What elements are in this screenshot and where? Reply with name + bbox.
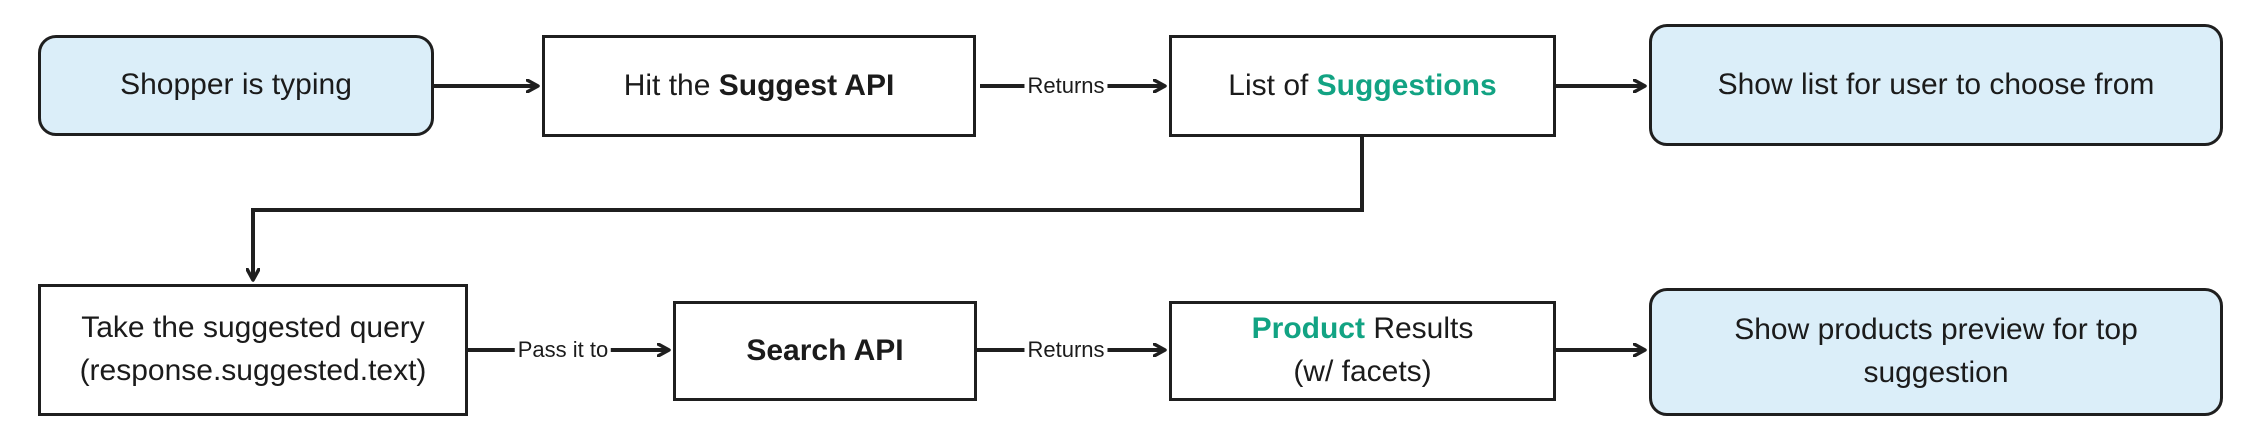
node-product-results-suffix: Results: [1364, 312, 1474, 346]
node-show-products-line1: Show products preview for top: [1734, 313, 2138, 347]
node-take-query-label: Take the suggested query (response.sugge…: [70, 307, 437, 392]
node-product-results: Product Results (w/ facets): [1169, 301, 1556, 401]
node-suggest-api: Hit the Suggest API: [542, 35, 976, 137]
node-show-list-label: Show list for user to choose from: [1717, 67, 2155, 101]
node-suggestions-label: List of Suggestions: [1218, 65, 1506, 108]
node-product-results-line1: Product Results: [1252, 308, 1474, 351]
node-take-query-line1: Take the suggested query: [81, 311, 425, 345]
node-show-list: Show list for user to choose from: [1649, 24, 2223, 146]
node-suggestions-prefix: List of: [1228, 68, 1317, 102]
edge-label-returns-products: Returns: [1024, 337, 1108, 363]
node-suggestions: List of Suggestions: [1169, 35, 1556, 137]
node-product-results-line2: (w/ facets): [1293, 355, 1432, 388]
node-suggest-api-label: Hit the Suggest API: [614, 65, 905, 108]
node-search-api-bold: Search API: [746, 333, 904, 367]
arrow-suggestions-to-take-query: [253, 137, 1364, 280]
node-show-products-line2: suggestion: [1863, 356, 2009, 389]
node-show-products: Show products preview for top suggestion: [1649, 288, 2223, 416]
edge-label-pass-it-to: Pass it to: [514, 337, 612, 363]
node-shopper-typing: Shopper is typing: [38, 35, 434, 136]
node-suggestions-accent: Suggestions: [1316, 68, 1497, 102]
node-product-results-accent: Product: [1251, 312, 1365, 346]
node-shopper-typing-label: Shopper is typing: [120, 68, 352, 102]
node-search-api-label: Search API: [736, 330, 913, 373]
node-show-products-label: Show products preview for top suggestion: [1724, 309, 2148, 394]
node-suggest-api-prefix: Hit the: [623, 68, 719, 102]
node-search-api: Search API: [673, 301, 977, 401]
node-product-results-label: Product Results (w/ facets): [1242, 308, 1484, 393]
node-take-query-line2: (response.suggested.text): [79, 354, 427, 387]
edge-label-returns-suggestions: Returns: [1024, 73, 1108, 99]
node-suggest-api-bold: Suggest API: [718, 68, 895, 102]
node-take-query: Take the suggested query (response.sugge…: [38, 284, 468, 416]
